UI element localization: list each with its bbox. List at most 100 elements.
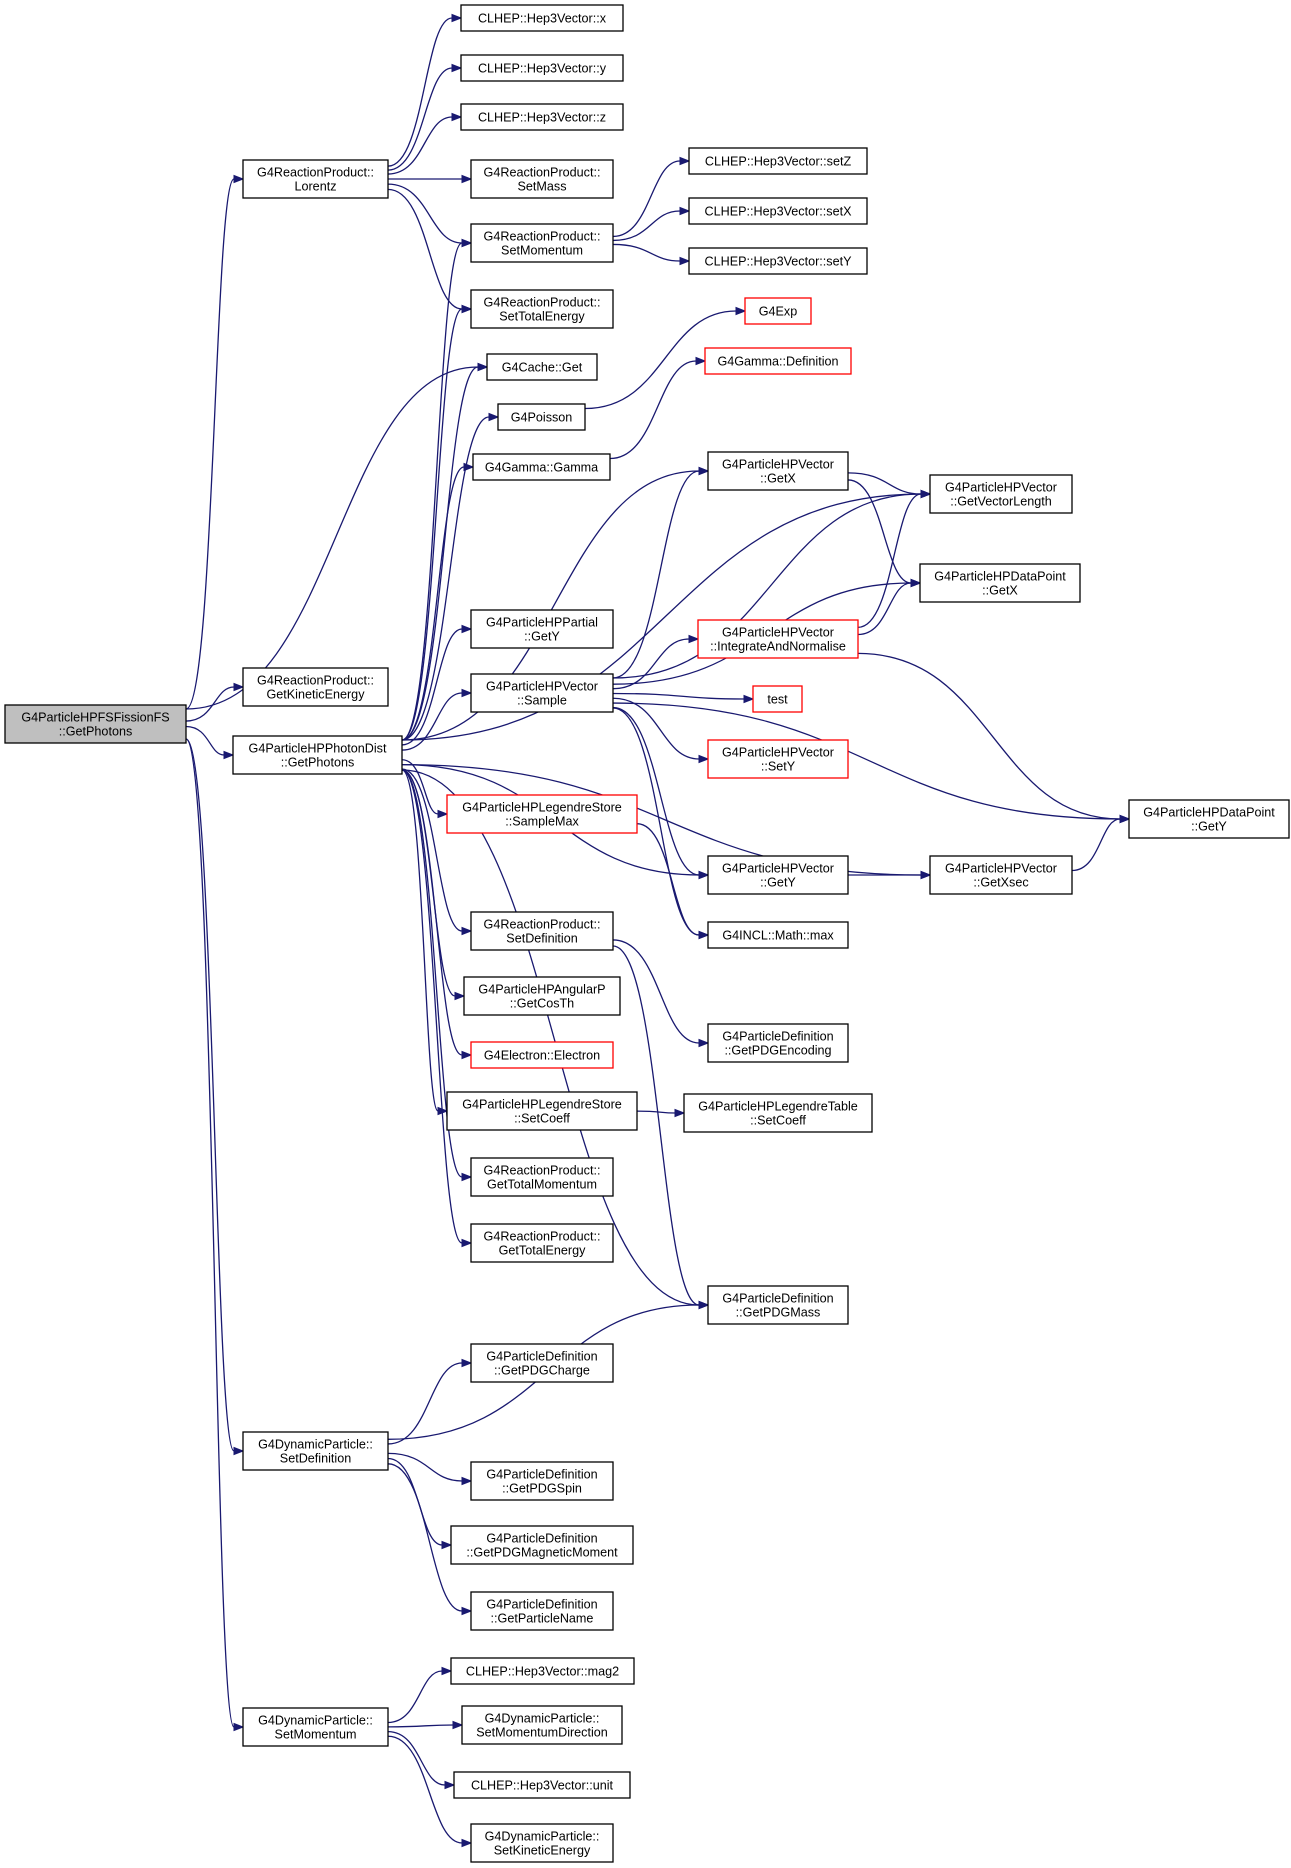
edge-arrowhead bbox=[735, 306, 747, 316]
edge-line bbox=[612, 493, 922, 679]
node-dpGetY[interactable]: G4ParticleHPDataPoint::GetY bbox=[1128, 799, 1290, 839]
node-label: G4Electron::Electron bbox=[484, 1049, 600, 1063]
node-label: G4ParticleDefinition bbox=[486, 1468, 597, 1482]
edge-arrowhead bbox=[488, 412, 500, 422]
node-setMomRP[interactable]: G4ReactionProduct::SetMomentum bbox=[470, 223, 614, 263]
edge-line bbox=[612, 638, 690, 690]
node-h3z[interactable]: CLHEP::Hep3Vector::z bbox=[460, 103, 624, 131]
edge-lorentz-h3x bbox=[387, 13, 463, 167]
edge-photonDist-setMomRP bbox=[401, 238, 473, 741]
node-inclMax[interactable]: G4INCL::Math::max bbox=[707, 921, 849, 949]
node-box bbox=[497, 403, 586, 431]
node-label: G4ParticleHPVector bbox=[722, 746, 834, 760]
edge-rpSetDef-pdgEnc bbox=[612, 939, 710, 1048]
node-unit[interactable]: CLHEP::Hep3Vector::unit bbox=[453, 1771, 631, 1799]
node-setZ[interactable]: CLHEP::Hep3Vector::setZ bbox=[688, 147, 868, 175]
edge-arrowhead bbox=[920, 489, 932, 499]
node-setTotE[interactable]: G4ReactionProduct::SetTotalEnergy bbox=[470, 289, 614, 329]
edge-lorentz-h3y bbox=[387, 63, 463, 171]
node-rpTotMom[interactable]: G4ReactionProduct::GetTotalMomentum bbox=[470, 1157, 614, 1197]
node-label: ::GetCosTh bbox=[510, 997, 574, 1011]
node-legTabSetCoeff[interactable]: G4ParticleHPLegendreTable::SetCoeff bbox=[683, 1093, 873, 1133]
node-box bbox=[470, 1823, 614, 1863]
node-dynSetKinE[interactable]: G4DynamicParticle::SetKineticEnergy bbox=[470, 1823, 614, 1863]
node-box bbox=[470, 1343, 614, 1383]
edge-dynSetDef-partName bbox=[387, 1463, 473, 1616]
node-vecGetX[interactable]: G4ParticleHPVector::GetX bbox=[707, 451, 849, 491]
node-label: ::GetX bbox=[982, 584, 1018, 598]
node-partialGetY[interactable]: G4ParticleHPPartial::GetY bbox=[470, 609, 614, 649]
edge-vecSample-dpGetY bbox=[612, 702, 1131, 824]
node-label: ::SetY bbox=[761, 760, 796, 774]
edge-vecXsec-dpGetY bbox=[1071, 814, 1131, 872]
node-dpGetX[interactable]: G4ParticleHPDataPoint::GetX bbox=[919, 563, 1081, 603]
node-box bbox=[242, 1431, 389, 1471]
node-label: Lorentz bbox=[294, 180, 336, 194]
edge-line bbox=[185, 725, 225, 756]
node-dynSetDef[interactable]: G4DynamicParticle::SetDefinition bbox=[242, 1431, 389, 1471]
node-h3y[interactable]: CLHEP::Hep3Vector::y bbox=[460, 54, 624, 82]
edge-legSetCoeff-legTabSetCoeff bbox=[636, 1108, 686, 1118]
node-partName[interactable]: G4ParticleDefinition::GetParticleName bbox=[470, 1591, 614, 1631]
node-getKinE[interactable]: G4ReactionProduct::GetKineticEnergy bbox=[242, 667, 389, 707]
node-lorentz[interactable]: G4ReactionProduct::Lorentz bbox=[242, 159, 389, 199]
node-label: G4DynamicParticle:: bbox=[485, 1830, 600, 1844]
node-label: G4ParticleDefinition bbox=[486, 1350, 597, 1364]
node-box bbox=[472, 453, 611, 481]
node-vecIntegrate[interactable]: G4ParticleHPVector::IntegrateAndNormalis… bbox=[697, 619, 859, 659]
node-label: G4DynamicParticle:: bbox=[258, 1438, 373, 1452]
edge-arrowhead bbox=[920, 870, 932, 880]
node-pdgCharge[interactable]: G4ParticleDefinition::GetPDGCharge bbox=[470, 1343, 614, 1383]
edge-setMomRP-setY bbox=[612, 243, 691, 266]
node-h3x[interactable]: CLHEP::Hep3Vector::x bbox=[460, 4, 624, 32]
node-box bbox=[446, 1091, 638, 1131]
node-label: test bbox=[767, 693, 788, 707]
node-pdgMagMom[interactable]: G4ParticleDefinition::GetPDGMagneticMome… bbox=[450, 1525, 634, 1565]
edge-line bbox=[401, 692, 463, 751]
node-vecLen[interactable]: G4ParticleHPVector::GetVectorLength bbox=[929, 474, 1073, 514]
node-setMass[interactable]: G4ReactionProduct::SetMass bbox=[470, 159, 614, 199]
edge-line bbox=[185, 738, 235, 1728]
node-rpSetDef[interactable]: G4ReactionProduct::SetDefinition bbox=[470, 911, 614, 951]
node-box bbox=[470, 609, 614, 649]
edge-arrowhead bbox=[461, 304, 473, 314]
node-root[interactable]: G4ParticleHPFSFissionFS::GetPhotons bbox=[4, 704, 187, 744]
node-vecSample[interactable]: G4ParticleHPVector::Sample bbox=[470, 673, 614, 713]
node-legSampleMax[interactable]: G4ParticleHPLegendreStore::SampleMax bbox=[446, 794, 638, 834]
node-legSetCoeff[interactable]: G4ParticleHPLegendreStore::SetCoeff bbox=[446, 1091, 638, 1131]
edge-vecSample-vecGetY bbox=[612, 706, 710, 880]
node-vecGetY[interactable]: G4ParticleHPVector::GetY bbox=[707, 855, 849, 895]
edge-line bbox=[387, 183, 463, 244]
node-vecXsec[interactable]: G4ParticleHPVector::GetXsec bbox=[929, 855, 1073, 895]
edge-line bbox=[387, 67, 453, 171]
node-mag2[interactable]: CLHEP::Hep3Vector::mag2 bbox=[450, 1657, 635, 1685]
node-rpTotE[interactable]: G4ReactionProduct::GetTotalEnergy bbox=[470, 1223, 614, 1263]
node-setMomDir[interactable]: G4DynamicParticle::SetMomentumDirection bbox=[461, 1705, 623, 1745]
edge-vecSample-vecGetX bbox=[612, 466, 710, 679]
node-angCosTh[interactable]: G4ParticleHPAngularP::GetCosTh bbox=[463, 976, 621, 1016]
edge-line bbox=[185, 366, 479, 710]
edge-legSampleMax-inclMax bbox=[636, 823, 710, 940]
node-cacheGet[interactable]: G4Cache::Get bbox=[486, 353, 598, 381]
node-pdgSpin[interactable]: G4ParticleDefinition::GetPDGSpin bbox=[470, 1461, 614, 1501]
node-photonDist[interactable]: G4ParticleHPPhotonDist::GetPhotons bbox=[232, 735, 403, 775]
edge-line bbox=[612, 702, 1121, 820]
node-label: ::GetPDGEncoding bbox=[724, 1044, 831, 1058]
node-pdgMass[interactable]: G4ParticleDefinition::GetPDGMass bbox=[707, 1285, 849, 1325]
node-label: ::GetY bbox=[1191, 820, 1227, 834]
node-exp[interactable]: G4Exp bbox=[744, 297, 812, 325]
edge-vecIntegrate-vecLen bbox=[857, 489, 932, 629]
edge-line bbox=[401, 416, 490, 741]
node-vecSetY[interactable]: G4ParticleHPVector::SetY bbox=[707, 739, 849, 779]
node-poisson[interactable]: G4Poisson bbox=[497, 403, 586, 431]
node-gammaDef[interactable]: G4Gamma::Definition bbox=[704, 347, 852, 375]
edge-line bbox=[612, 945, 700, 1306]
node-dynSetMom[interactable]: G4DynamicParticle::SetMomentum bbox=[242, 1707, 389, 1747]
node-label: SetMomentumDirection bbox=[476, 1726, 608, 1740]
node-setX[interactable]: CLHEP::Hep3Vector::setX bbox=[688, 197, 868, 225]
node-electron[interactable]: G4Electron::Electron bbox=[470, 1041, 614, 1069]
node-setY[interactable]: CLHEP::Hep3Vector::setY bbox=[688, 247, 868, 275]
node-test[interactable]: test bbox=[752, 685, 803, 713]
node-gamma[interactable]: G4Gamma::Gamma bbox=[472, 453, 611, 481]
node-pdgEnc[interactable]: G4ParticleDefinition::GetPDGEncoding bbox=[707, 1023, 849, 1063]
